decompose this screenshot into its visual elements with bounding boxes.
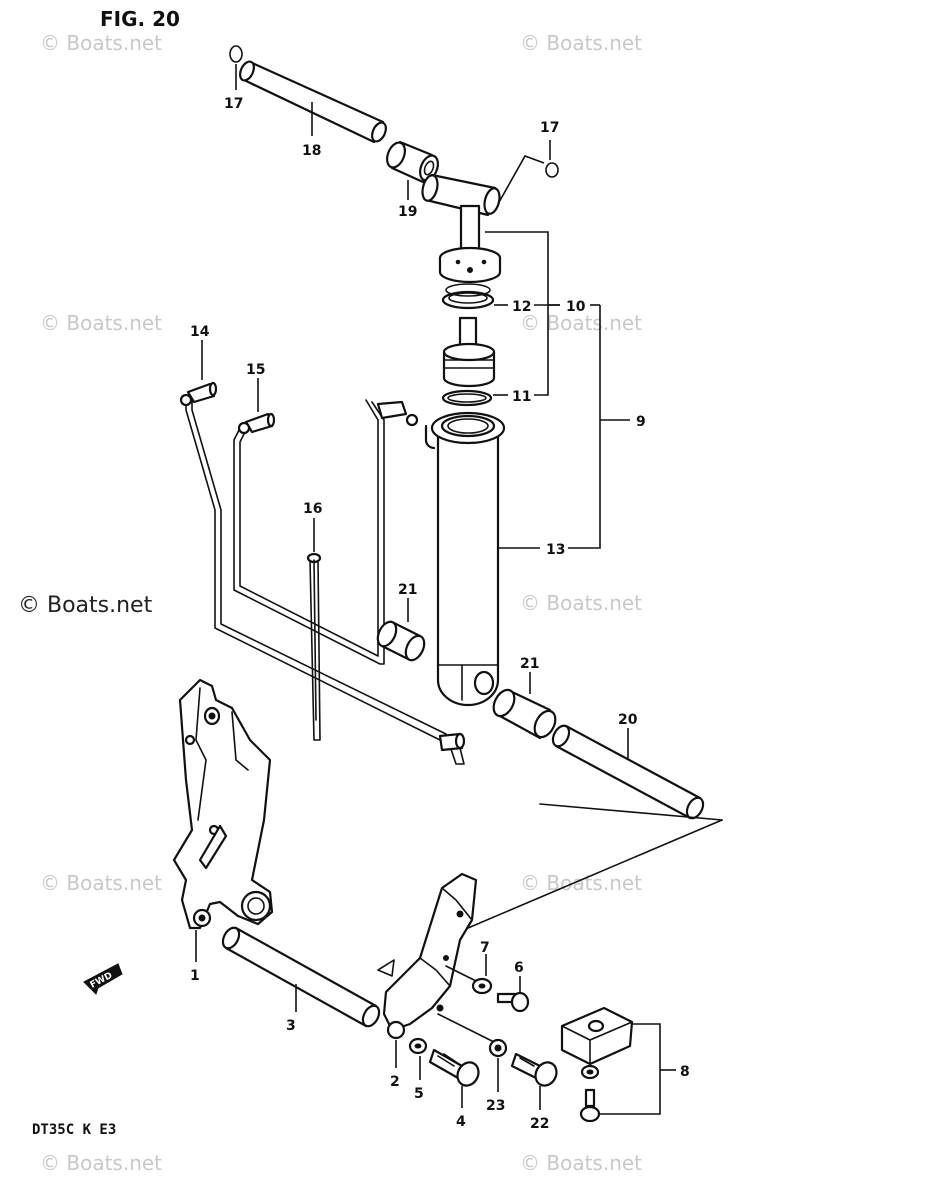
leader-line	[497, 140, 551, 205]
callout-10: 10	[566, 299, 586, 315]
o-ring-17-left	[229, 45, 243, 63]
watermark: © Boats.net	[520, 1151, 642, 1175]
piston	[442, 316, 496, 388]
callout-8: 8	[680, 1064, 690, 1080]
bushing-21-left	[376, 620, 426, 662]
leader-bracket-9	[568, 305, 601, 549]
callout-3: 3	[286, 1018, 296, 1034]
callout-13: 13	[546, 542, 565, 558]
stern-bracket-1	[172, 678, 274, 930]
cylinder-rod-eye	[421, 173, 501, 258]
callout-17-right: 17	[540, 120, 559, 136]
bolt-8	[579, 1088, 601, 1123]
figure-title: FIG. 20	[100, 7, 180, 31]
forward-direction-marker: FWD	[83, 963, 123, 995]
callout-5: 5	[414, 1086, 424, 1102]
watermark: © Boats.net	[520, 31, 642, 55]
piston-rod-assembly	[438, 246, 502, 284]
alignment-line	[437, 1013, 495, 1043]
washer-5	[408, 1037, 428, 1055]
o-ring-17-right	[545, 162, 559, 178]
fitting-lower	[438, 732, 466, 752]
watermark: © Boats.net	[520, 591, 642, 615]
fitting-upper-right	[376, 400, 419, 427]
tube-16	[306, 552, 322, 741]
callout-15: 15	[246, 362, 265, 378]
callout-1: 1	[190, 968, 200, 984]
pin-18	[239, 60, 387, 144]
cylinder-13	[424, 411, 506, 707]
watermark-layer: © Boats.net © Boats.net © Boats.net © Bo…	[18, 31, 642, 1175]
callout-22: 22	[530, 1116, 549, 1132]
callout-18: 18	[302, 143, 321, 159]
alignment-line	[445, 965, 479, 983]
arm-bracket-2	[382, 872, 478, 1040]
watermark: © Boats.net	[40, 871, 162, 895]
watermark: © Boats.net	[520, 871, 642, 895]
leader-bracket-8	[600, 1023, 661, 1115]
callout-23: 23	[486, 1098, 505, 1114]
bolt-22	[510, 1052, 558, 1087]
leader-bracket-10	[485, 231, 549, 396]
model-code: DT35C K E3	[32, 1122, 116, 1138]
bolt-6	[496, 991, 530, 1013]
pin-20	[551, 724, 705, 820]
alignment-line	[467, 819, 723, 929]
watermark: © Boats.net	[40, 1151, 162, 1175]
alignment-line	[539, 803, 723, 821]
callout-20: 20	[618, 712, 638, 728]
callout-16: 16	[303, 501, 322, 517]
fitting-14	[179, 381, 218, 407]
callout-17-left: 17	[224, 96, 243, 112]
watermark: © Boats.net	[40, 31, 162, 55]
anode-8	[560, 1006, 634, 1066]
fitting-15	[237, 412, 276, 435]
bolt-4	[428, 1048, 480, 1087]
washer-23	[488, 1038, 508, 1058]
callout-11: 11	[512, 389, 531, 405]
pin-3	[221, 926, 381, 1028]
callout-4: 4	[456, 1114, 466, 1130]
callout-9: 9	[636, 414, 646, 430]
callout-7: 7	[480, 940, 490, 956]
callout-19: 19	[398, 204, 417, 220]
callout-12: 12	[512, 299, 531, 315]
watermark: © Boats.net	[40, 311, 162, 335]
washer-7	[471, 977, 493, 995]
o-ring-12	[441, 283, 495, 310]
washer-8	[580, 1064, 600, 1080]
callout-2: 2	[390, 1074, 400, 1090]
watermark: © Boats.net	[520, 311, 642, 335]
watermark-main: © Boats.net	[18, 593, 153, 618]
callout-21-left: 21	[398, 582, 417, 598]
callout-6: 6	[514, 960, 524, 976]
callout-21-right: 21	[520, 656, 539, 672]
callout-14: 14	[190, 324, 210, 340]
bushing-21-right	[492, 688, 557, 740]
arm-detail	[377, 959, 395, 977]
o-ring-11	[441, 389, 493, 407]
